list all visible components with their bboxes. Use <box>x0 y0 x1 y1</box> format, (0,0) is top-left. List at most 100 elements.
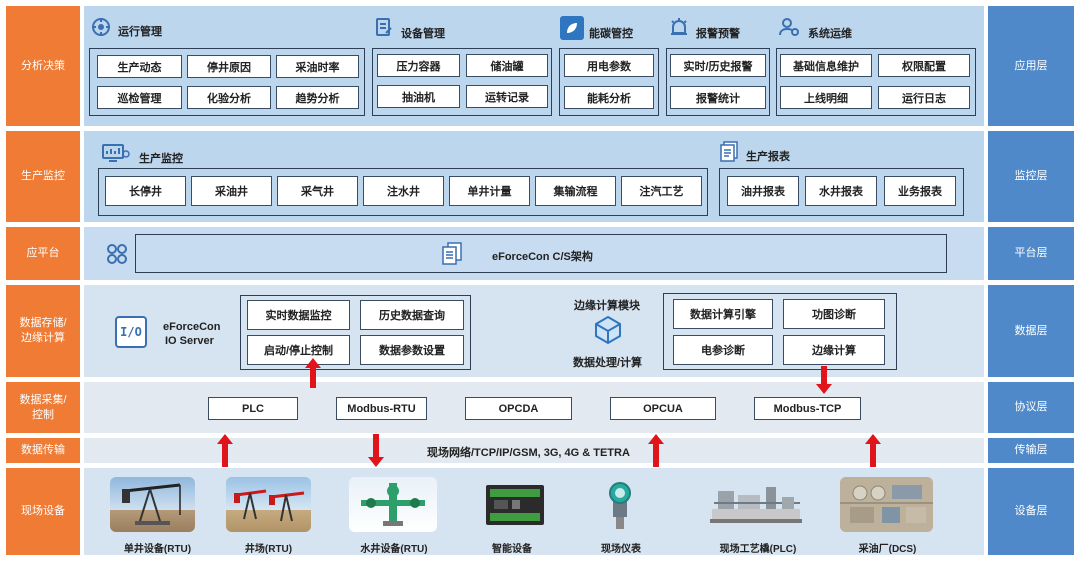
equipment-management-icon <box>373 16 395 38</box>
energy-carbon-icon <box>560 16 584 40</box>
left-label-monitor: 生产监控 <box>6 131 80 222</box>
alarm-title: 报警预警 <box>696 28 740 40</box>
device-skid-image <box>708 479 804 529</box>
app-item-shutdown-reason[interactable]: 停井原因 <box>187 55 271 78</box>
app-item-energy-analysis[interactable]: 能耗分析 <box>564 86 654 109</box>
right-label-monitor: 监控层 <box>988 131 1074 222</box>
io-item-realtime-monitor[interactable]: 实时数据监控 <box>247 300 350 330</box>
left-label-devices: 现场设备 <box>6 468 80 555</box>
protocol-modbus-tcp[interactable]: Modbus-TCP <box>754 397 861 420</box>
arrow-up-plc <box>217 434 233 467</box>
app-item-run-log[interactable]: 运行日志 <box>878 86 970 109</box>
report-item-water-well[interactable]: 水井报表 <box>805 176 877 206</box>
left-label-storage: 数据存储/ 边缘计算 <box>6 285 80 377</box>
device-instrument-label: 现场仪表 <box>601 544 641 555</box>
alarm-group <box>666 48 770 116</box>
app-item-realtime-history-alarm[interactable]: 实时/历史报警 <box>670 54 766 77</box>
system-ops-title: 系统运维 <box>808 28 852 40</box>
right-label-device: 设备层 <box>988 468 1074 555</box>
production-monitor-title: 生产监控 <box>139 153 183 165</box>
app-item-production-rate[interactable]: 采油时率 <box>276 55 359 78</box>
app-item-power-params[interactable]: 用电参数 <box>564 54 654 77</box>
app-item-production-dynamics[interactable]: 生产动态 <box>97 55 182 78</box>
operation-management-title: 运行管理 <box>118 26 162 38</box>
io-item-start-stop-control[interactable]: 启动/停止控制 <box>247 335 350 365</box>
edge-module-title: 边缘计算模块 <box>574 300 640 312</box>
documents-icon <box>440 241 464 267</box>
monitor-item-injection-well[interactable]: 注水井 <box>363 176 444 206</box>
monitor-item-gas-well[interactable]: 采气井 <box>277 176 358 206</box>
app-item-alarm-statistics[interactable]: 报警统计 <box>670 86 766 109</box>
report-item-oil-well[interactable]: 油井报表 <box>727 176 799 206</box>
system-ops-icon <box>778 16 802 38</box>
production-report-title: 生产报表 <box>746 151 790 163</box>
device-well-site-label: 井场(RTU) <box>244 544 293 555</box>
monitor-item-oil-well[interactable]: 采油井 <box>191 176 272 206</box>
app-item-pumping-unit[interactable]: 抽油机 <box>377 85 460 108</box>
production-monitor-icon <box>101 142 131 164</box>
io-item-history-query[interactable]: 历史数据查询 <box>360 300 464 330</box>
app-item-inspection[interactable]: 巡检管理 <box>97 86 182 109</box>
transport-text: 现场网络/TCP/IP/GSM, 3G, 4G & TETRA <box>427 447 630 459</box>
right-label-application: 应用层 <box>988 6 1074 126</box>
platform-title: eForceCon C/S架构 <box>492 251 593 263</box>
cube-icon <box>592 314 624 346</box>
equipment-management-title: 设备管理 <box>401 28 445 40</box>
alarm-icon <box>668 16 690 38</box>
arrow-down-edge-compute <box>816 366 832 394</box>
report-item-business[interactable]: 业务报表 <box>884 176 956 206</box>
app-item-oil-tank[interactable]: 储油罐 <box>466 54 548 77</box>
device-instrument-image <box>603 481 637 531</box>
edge-item-dynamometer-diagnosis[interactable]: 功图诊断 <box>783 299 885 329</box>
arrow-down-modbus-rtu <box>368 434 384 467</box>
app-item-lab-analysis[interactable]: 化验分析 <box>187 86 271 109</box>
app-item-permission[interactable]: 权限配置 <box>878 54 970 77</box>
app-item-operation-record[interactable]: 运转记录 <box>466 85 548 108</box>
production-report-icon <box>718 140 740 164</box>
left-label-transport: 数据传输 <box>6 438 80 463</box>
app-item-trend-analysis[interactable]: 趋势分析 <box>276 86 359 109</box>
edge-item-compute-engine[interactable]: 数据计算引擎 <box>673 299 773 329</box>
right-label-platform: 平台层 <box>988 227 1074 280</box>
edge-item-edge-compute[interactable]: 边缘计算 <box>783 335 885 365</box>
left-label-platform: 应平台 <box>6 227 80 280</box>
platform-layer <box>84 227 984 280</box>
right-label-protocol: 协议层 <box>988 382 1074 433</box>
operation-management-group <box>89 48 365 116</box>
io-icon-text: I/O <box>120 325 142 339</box>
app-item-online-detail[interactable]: 上线明细 <box>780 86 872 109</box>
arrow-up-opcua <box>648 434 664 467</box>
device-smart-label: 智能设备 <box>492 544 532 555</box>
protocol-modbus-rtu[interactable]: Modbus-RTU <box>336 397 427 420</box>
energy-carbon-group <box>559 48 659 116</box>
monitor-item-steam-injection[interactable]: 注汽工艺 <box>621 176 702 206</box>
equipment-management-group <box>372 48 552 116</box>
protocol-opcda[interactable]: OPCDA <box>465 397 572 420</box>
transport-layer <box>84 438 984 463</box>
device-single-well-image <box>110 477 195 532</box>
monitor-item-long-stop-well[interactable]: 长停井 <box>105 176 186 206</box>
device-single-well-label: 单井设备(RTU) <box>123 544 192 555</box>
left-label-acquisition: 数据采集/ 控制 <box>6 382 80 433</box>
platform-box <box>135 234 947 273</box>
device-plant-label: 采油厂(DCS) <box>858 544 917 555</box>
device-water-well-label: 水井设备(RTU) <box>360 544 428 555</box>
monitor-item-single-well-meter[interactable]: 单井计量 <box>449 176 530 206</box>
io-server-name-line1: eForceCon <box>163 321 221 333</box>
production-monitor-group <box>98 168 708 216</box>
arrow-up-modbus-tcp <box>865 434 881 467</box>
right-label-data: 数据层 <box>988 285 1074 377</box>
device-water-well-image <box>349 477 437 532</box>
io-item-param-settings[interactable]: 数据参数设置 <box>360 335 464 365</box>
device-smart-image <box>484 481 546 529</box>
edge-item-electrical-diagnosis[interactable]: 电参诊断 <box>673 335 773 365</box>
left-label-analysis: 分析决策 <box>6 6 80 126</box>
protocol-plc[interactable]: PLC <box>208 397 298 420</box>
monitor-item-gathering-flow[interactable]: 集输流程 <box>535 176 616 206</box>
app-item-pressure-vessel[interactable]: 压力容器 <box>377 54 460 77</box>
edge-compute-group <box>663 293 897 370</box>
app-item-basic-info[interactable]: 基础信息维护 <box>780 54 872 77</box>
protocol-opcua[interactable]: OPCUA <box>610 397 716 420</box>
device-plant-image <box>840 477 933 532</box>
io-icon: I/O <box>115 316 147 348</box>
